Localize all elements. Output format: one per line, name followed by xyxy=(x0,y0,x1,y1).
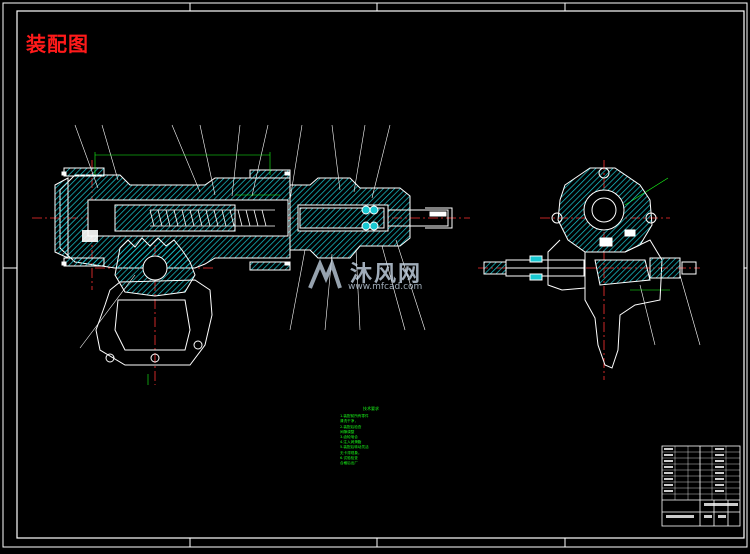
notes-heading: 技术要求 xyxy=(363,406,379,411)
notes-line: 5.装配后转动灵活 xyxy=(340,445,369,450)
watermark: 沐风网 www.mfcad.com xyxy=(298,254,458,298)
notes-line: 间隙调整 xyxy=(340,429,355,434)
watermark-logo-icon xyxy=(308,258,342,289)
watermark-url: www.mfcad.com xyxy=(348,282,423,292)
notes-line: 1.装配前所有零件 xyxy=(340,414,369,419)
notes-line: 2.装配后检查 xyxy=(340,424,362,429)
title-block xyxy=(661,445,741,527)
notes-line: 无卡滞现象。 xyxy=(340,450,362,455)
notes-line: 3.齿轮啮合 xyxy=(340,435,358,440)
notes-line: 4.注入润滑脂 xyxy=(340,440,362,445)
steering-gear-section xyxy=(54,167,453,366)
technical-notes: 技术要求 1.装配前所有零件 清洗干净， 2.装配后检查 间隙调整 3.齿轮啮合… xyxy=(340,406,402,466)
notes-line: 合格后出厂 xyxy=(340,461,358,466)
dimension-lines xyxy=(94,152,670,385)
notes-line: 6.试验检查 xyxy=(340,455,358,460)
drawing-title: 装配图 xyxy=(26,32,89,56)
notes-line: 清洗干净， xyxy=(340,419,358,424)
watermark-brand: 沐风网 xyxy=(350,262,423,287)
side-view xyxy=(483,167,697,369)
leader-lines xyxy=(74,124,701,349)
